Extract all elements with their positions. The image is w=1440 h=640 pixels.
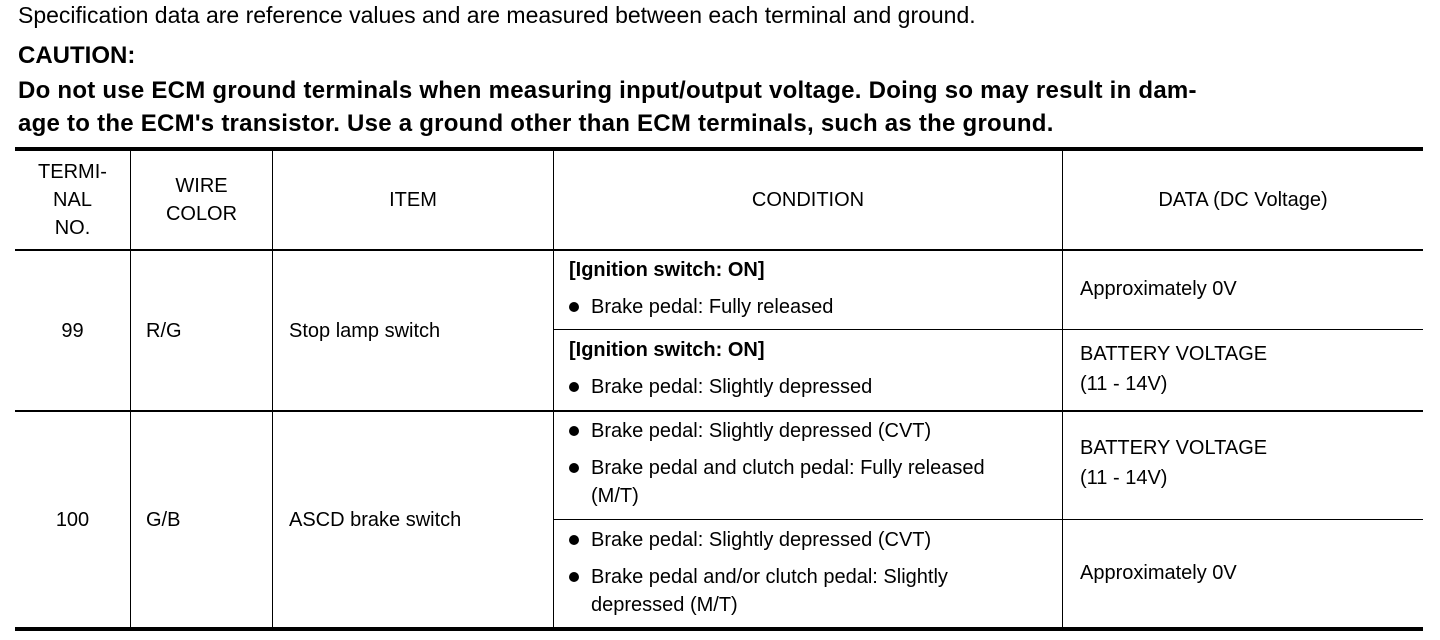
wire-value: G/B	[146, 508, 181, 531]
condition-bullet-text: Brake pedal: Slightly depressed (CVT)	[591, 529, 932, 551]
caution-line-2: age to the ECM's transistor. Use a groun…	[18, 110, 1054, 137]
item-value: ASCD brake switch	[289, 508, 462, 531]
row-99-wire: R/G	[146, 251, 271, 410]
header-bottom-rule	[15, 249, 1423, 251]
header-condition-label: CONDITION	[751, 189, 865, 211]
caution-line-1: Do not use ECM ground terminals when mea…	[18, 77, 1197, 104]
col-rule-2	[272, 150, 273, 628]
item-value: Stop lamp switch	[289, 319, 441, 342]
row-99-condition-1: [Ignition switch: ON] Brake pedal: Fully…	[569, 256, 1059, 321]
row-99-data-1: Approximately 0V	[1080, 275, 1237, 303]
row-100-wire: G/B	[146, 412, 271, 627]
header-wire-line-1: WIRE	[175, 175, 228, 197]
bullet-dot-icon	[569, 535, 579, 545]
row-100-item: ASCD brake switch	[289, 412, 551, 627]
condition-bullet-text: Brake pedal: Slightly depressed	[591, 376, 873, 398]
condition-bullet: Brake pedal: Fully released	[569, 293, 1059, 321]
condition-bullet-line-2: (M/T)	[591, 485, 639, 507]
row-100-data-2: Approximately 0V	[1080, 559, 1237, 587]
condition-bullet: Brake pedal: Slightly depressed (CVT)	[569, 526, 1059, 554]
col-rule-1	[130, 150, 131, 628]
condition-bullet-text: Brake pedal and clutch pedal: Fully rele…	[591, 454, 985, 510]
row-99-condition-2: [Ignition switch: ON] Brake pedal: Sligh…	[569, 336, 1059, 401]
header-terminal-no: TERMI- NAL NO.	[15, 151, 130, 249]
header-wire-line-2: COLOR	[165, 203, 238, 225]
condition-title: [Ignition switch: ON]	[569, 339, 765, 361]
data-value: Approximately 0V	[1080, 278, 1237, 300]
header-condition: CONDITION	[554, 151, 1062, 249]
terminal-value: 100	[55, 508, 90, 531]
row-100-terminal: 100	[15, 412, 130, 627]
row-100-mid-rule	[553, 519, 1423, 520]
header-data: DATA (DC Voltage)	[1063, 151, 1423, 249]
condition-bullet: Brake pedal: Slightly depressed (CVT)	[569, 417, 1059, 445]
condition-bullet: Brake pedal and/or clutch pedal: Slightl…	[569, 563, 1059, 619]
condition-title: [Ignition switch: ON]	[569, 259, 765, 281]
data-value-line-2: (11 - 14V)	[1080, 373, 1168, 395]
bullet-dot-icon	[569, 302, 579, 312]
row-99-terminal: 99	[15, 251, 130, 410]
header-data-label: DATA (DC Voltage)	[1158, 189, 1328, 211]
data-value-line-2: (11 - 14V)	[1080, 467, 1168, 489]
row-99-mid-rule	[553, 329, 1423, 330]
condition-bullet-line-1: Brake pedal and clutch pedal: Fully rele…	[591, 457, 985, 479]
bullet-dot-icon	[569, 382, 579, 392]
row-100-condition-1: Brake pedal: Slightly depressed (CVT) Br…	[569, 417, 1059, 510]
condition-bullet-text: Brake pedal: Slightly depressed (CVT)	[591, 420, 932, 442]
bullet-dot-icon	[569, 463, 579, 473]
row-99-data-2: BATTERY VOLTAGE (11 - 14V)	[1080, 340, 1267, 398]
condition-bullet-line-2: depressed (M/T)	[591, 594, 738, 616]
condition-bullet-line-1: Brake pedal and/or clutch pedal: Slightl…	[591, 566, 948, 588]
data-value-line-1: BATTERY VOLTAGE	[1080, 343, 1268, 365]
bullet-dot-icon	[569, 426, 579, 436]
header-wire-color: WIRE COLOR	[131, 151, 272, 249]
row-100-condition-2: Brake pedal: Slightly depressed (CVT) Br…	[569, 526, 1059, 619]
row-99-item: Stop lamp switch	[289, 251, 551, 410]
wire-value: R/G	[146, 319, 182, 342]
condition-bullet-text: Brake pedal: Fully released	[591, 296, 834, 318]
table-bottom-rule	[15, 627, 1423, 631]
col-rule-4	[1062, 150, 1063, 628]
bullet-dot-icon	[569, 572, 579, 582]
condition-bullet: Brake pedal and clutch pedal: Fully rele…	[569, 454, 1059, 510]
header-terminal-line-2: NAL	[53, 189, 92, 211]
condition-bullet: Brake pedal: Slightly depressed	[569, 373, 1059, 401]
row-divider-rule	[15, 410, 1423, 412]
header-terminal-line-3: NO.	[54, 217, 91, 239]
row-100-data-1: BATTERY VOLTAGE (11 - 14V)	[1080, 434, 1267, 492]
condition-bullet-text: Brake pedal and/or clutch pedal: Slightl…	[591, 563, 948, 619]
header-item-label: ITEM	[389, 189, 437, 211]
table-top-rule	[15, 147, 1423, 151]
header-item: ITEM	[273, 151, 553, 249]
intro-text: Specification data are reference values …	[18, 2, 976, 28]
data-value-line-1: BATTERY VOLTAGE	[1080, 437, 1268, 459]
col-rule-3	[553, 150, 554, 628]
caution-title: CAUTION:	[18, 42, 136, 69]
caution-text: Do not use ECM ground terminals when mea…	[18, 74, 1428, 140]
data-value: Approximately 0V	[1080, 562, 1237, 584]
header-terminal-line-1: TERMI-	[38, 161, 107, 183]
terminal-value: 99	[61, 319, 84, 342]
